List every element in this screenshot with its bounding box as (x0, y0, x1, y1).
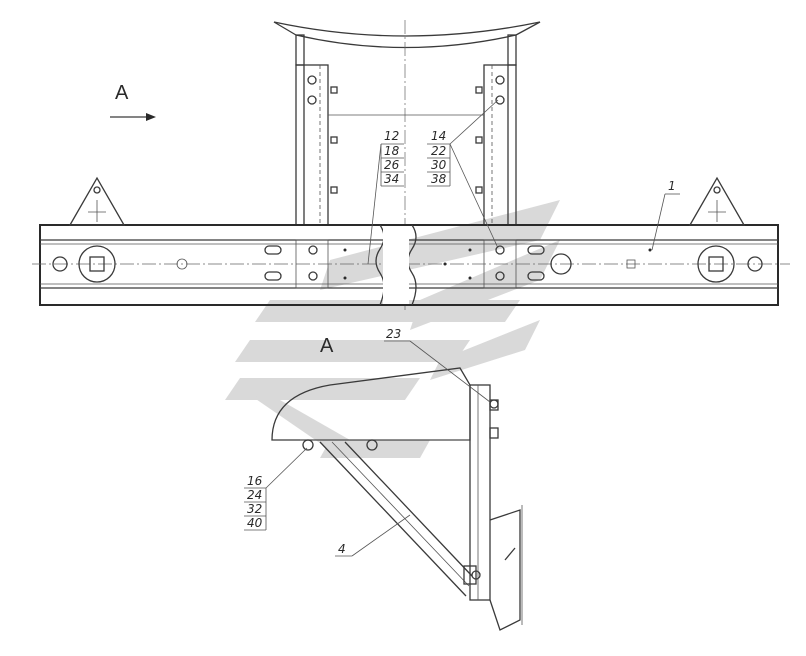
callout-group-bottom: 16 24 32 40 (244, 447, 308, 531)
callout-group-left: 12 18 26 34 (367, 129, 404, 265)
part-4-label: 4 (338, 542, 346, 556)
callout-22: 22 (431, 144, 446, 158)
part-23-label: 23 (386, 327, 401, 341)
callout-part-1: 1 (651, 179, 680, 251)
callout-26: 26 (384, 158, 400, 172)
view-label-section: A (320, 335, 334, 357)
callout-24: 24 (247, 488, 262, 502)
callout-16: 16 (247, 474, 263, 488)
callout-group-mid: 14 22 30 38 (427, 99, 499, 249)
callout-40: 40 (247, 516, 263, 530)
callout-34: 34 (384, 172, 399, 186)
crossbeam (32, 224, 790, 306)
callout-32: 32 (247, 502, 262, 516)
callout-18: 18 (384, 144, 400, 158)
view-label-top: A (115, 82, 129, 104)
watermark-logo (225, 200, 560, 458)
upper-frame (273, 20, 541, 310)
callout-12: 12 (384, 129, 399, 143)
section-view-a: A 23 4 (271, 327, 523, 631)
triangle-brackets (68, 176, 746, 226)
part-1-label: 1 (668, 179, 676, 193)
callout-38: 38 (431, 172, 447, 186)
view-a-indicator: A (110, 82, 156, 121)
callout-14: 14 (431, 129, 446, 143)
callout-30: 30 (431, 158, 447, 172)
